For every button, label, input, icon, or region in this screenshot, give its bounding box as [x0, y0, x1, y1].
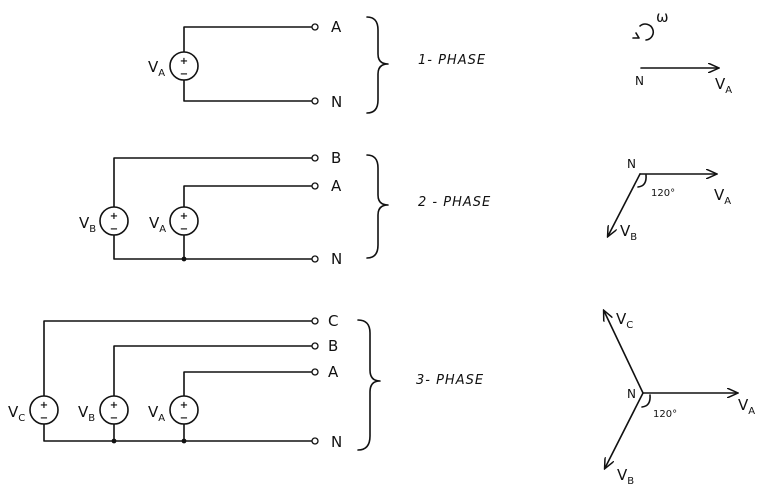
terminal-n: [311, 255, 319, 263]
line-b-wire: [113, 345, 313, 397]
phasor-vb: [608, 173, 641, 236]
phasor-label-vc: VC: [616, 310, 633, 331]
voltage-source-b: [99, 206, 129, 236]
junction-dot: [181, 256, 187, 262]
source-label-vc: VC: [8, 403, 25, 424]
terminal-n: [311, 97, 319, 105]
phasor-label-va: VA: [715, 75, 732, 96]
minus-sign: −: [180, 69, 188, 80]
source-label-vb: VB: [78, 403, 95, 424]
two-phase-circuit: + − + − VB VA B A N 2 - PHASE: [79, 149, 491, 268]
terminal-label-n: N: [331, 250, 342, 268]
neutral-wire: [183, 79, 313, 102]
junction-dot: [111, 438, 117, 444]
three-phase-phasor: N 120° VA VB VC: [604, 310, 755, 487]
minus-sign: −: [180, 413, 188, 424]
brace: [366, 16, 389, 114]
voltage-source-c: [29, 395, 59, 425]
plus-sign: +: [40, 400, 48, 411]
minus-sign: −: [110, 224, 118, 235]
terminal-a: [311, 23, 319, 31]
line-a-wire: [183, 185, 313, 208]
source-label-vb: VB: [79, 214, 96, 235]
terminal-a: [311, 368, 319, 376]
terminal-label-a: A: [331, 177, 342, 195]
phasor-label-va: VA: [738, 396, 755, 417]
source-label-va: VA: [149, 214, 166, 235]
phasor-label-vb: VB: [617, 466, 634, 487]
single-phase-phasor: ω N VA: [632, 8, 732, 96]
phasor-vb: [605, 392, 644, 468]
terminal-n: [311, 437, 319, 445]
neutral-wire: [113, 234, 313, 260]
voltage-source-a: [169, 395, 199, 425]
omega-label: ω: [656, 8, 669, 26]
terminal-label-a: A: [328, 363, 339, 381]
plus-sign: +: [180, 400, 188, 411]
phasor-vc: [604, 311, 644, 394]
origin-label-n: N: [627, 387, 636, 401]
junction-dot: [181, 438, 187, 444]
neutral-wire: [43, 423, 313, 442]
terminal-label-a: A: [331, 18, 342, 36]
plus-sign: +: [110, 400, 118, 411]
minus-sign: −: [40, 413, 48, 424]
line-a-wire: [183, 371, 313, 397]
angle-label: 120°: [653, 409, 677, 420]
phasor-label-vb: VB: [620, 222, 637, 243]
two-phase-phasor: N 120° VA VB: [608, 157, 731, 243]
voltage-source-b: [99, 395, 129, 425]
minus-sign: −: [180, 224, 188, 235]
terminal-b: [311, 342, 319, 350]
terminal-b: [311, 154, 319, 162]
voltage-source-a: [169, 51, 199, 81]
terminal-label-c: C: [328, 312, 338, 330]
title-1-phase: 1- PHASE: [418, 53, 486, 68]
title-2-phase: 2 - PHASE: [418, 195, 491, 210]
angle-arc: [637, 174, 647, 188]
origin-label-n: N: [635, 74, 644, 88]
angle-arc: [641, 394, 651, 408]
terminal-label-b: B: [331, 149, 341, 167]
line-c-wire: [43, 320, 313, 397]
terminal-label-n: N: [331, 93, 342, 111]
brace: [366, 154, 389, 259]
brace: [357, 319, 381, 451]
source-label-va: VA: [148, 403, 165, 424]
terminal-a: [311, 182, 319, 190]
title-3-phase: 3- PHASE: [416, 373, 484, 388]
rotation-arrowhead: [632, 32, 640, 39]
terminal-label-n: N: [331, 433, 342, 451]
minus-sign: −: [110, 413, 118, 424]
source-label-va: VA: [148, 58, 165, 79]
voltage-source-a: [169, 206, 199, 236]
plus-sign: +: [180, 211, 188, 222]
single-phase-circuit: + − VA A N 1- PHASE: [148, 16, 486, 114]
origin-label-n: N: [627, 157, 636, 171]
line-b-wire: [113, 157, 313, 208]
terminal-label-b: B: [328, 337, 338, 355]
rotation-arrow-icon: [639, 23, 655, 41]
plus-sign: +: [110, 211, 118, 222]
phasor-label-va: VA: [714, 186, 731, 207]
line-a-wire: [183, 26, 313, 53]
plus-sign: +: [180, 56, 188, 67]
three-phase-circuit: + − + − + − VC VB VA C B A N 3- PHASE: [8, 312, 484, 451]
angle-label: 120°: [651, 188, 675, 199]
terminal-c: [311, 317, 319, 325]
